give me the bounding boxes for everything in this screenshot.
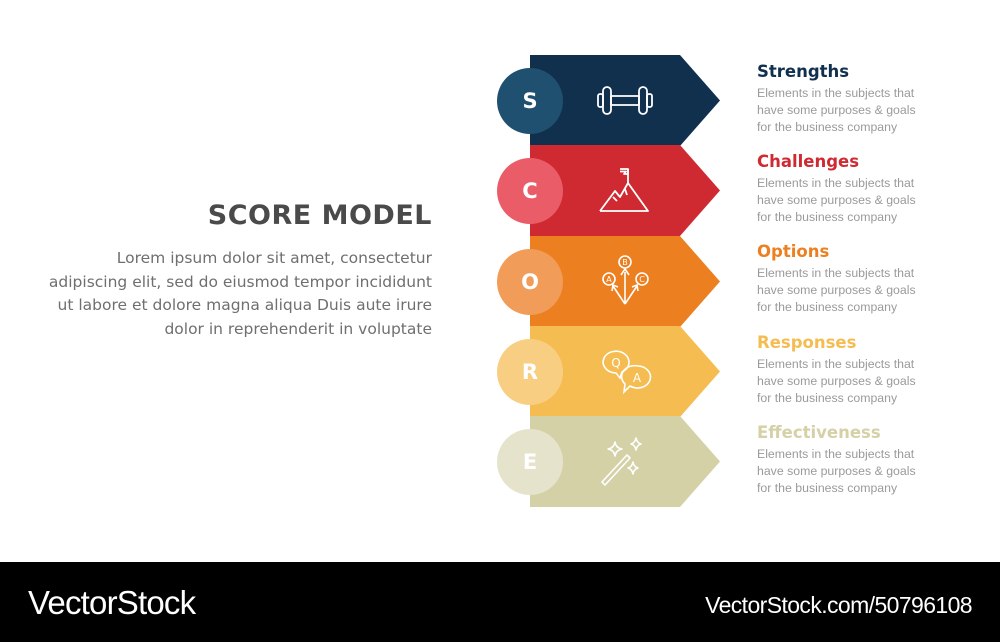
svg-text:Q: Q [611,356,620,370]
letter-circle-e: E [497,429,563,495]
label-description: Elements in the subjects that have some … [757,86,916,134]
label-strengths: Strengths Elements in the subjects that … [757,62,987,136]
label-effectiveness: Effectiveness Elements in the subjects t… [757,423,987,497]
band-challenges [530,145,720,236]
watermark-footer: VectorStock VectorStock.com/50796108 [0,562,1000,642]
arrow-shape [530,55,720,146]
qa-speech-bubbles-icon: Q A [602,350,652,395]
letter-s: S [522,89,538,113]
band-strengths [530,55,720,146]
letter-circle-o: O [497,249,563,315]
page-title: SCORE MODEL [207,200,432,231]
score-arrow-stack: B A C Q A [497,55,720,507]
label-title: Effectiveness [757,423,881,442]
label-description: Elements in the subjects that have some … [757,447,916,495]
label-title: Responses [757,333,857,352]
mountain-flag-icon [599,168,649,212]
band-responses: Q A [530,326,720,417]
letter-circle-r: R [497,339,563,405]
band-options: B A C [530,236,720,327]
svg-text:A: A [633,371,642,385]
letter-circle-s: S [497,68,563,134]
label-title: Strengths [757,62,850,81]
letter-c: C [522,179,538,203]
infographic-canvas: SCORE MODEL Lorem ipsum dolor sit amet, … [40,55,987,507]
page-description: Lorem ipsum dolor sit amet, consectetur … [48,249,432,338]
label-description: Elements in the subjects that have some … [757,176,916,224]
letter-circle-c: C [497,158,563,224]
label-responses: Responses Elements in the subjects that … [757,333,987,407]
letter-o: O [521,270,539,294]
label-title: Options [757,242,830,261]
svg-text:C: C [639,275,645,284]
label-challenges: Challenges Elements in the subjects that… [757,152,987,226]
letter-e: E [522,450,538,474]
label-description: Elements in the subjects that have some … [757,266,916,314]
label-title: Challenges [757,152,860,171]
label-options: Options Elements in the subjects that ha… [757,242,987,316]
arrow-shape [530,326,720,417]
footer-url: VectorStock.com/50796108 [705,592,972,618]
arrow-shape [530,416,720,507]
options-abc-arrows-icon: B A C [602,255,649,305]
band-effectiveness [530,416,720,507]
label-description: Elements in the subjects that have some … [757,357,916,405]
letter-r: R [521,360,539,384]
svg-text:B: B [622,258,628,267]
dumbbell-icon [597,86,653,115]
svg-text:A: A [606,275,612,284]
title-block: SCORE MODEL Lorem ipsum dolor sit amet, … [40,196,432,341]
footer-brand-logo: VectorStock [28,584,196,621]
magic-wand-icon [601,437,642,486]
